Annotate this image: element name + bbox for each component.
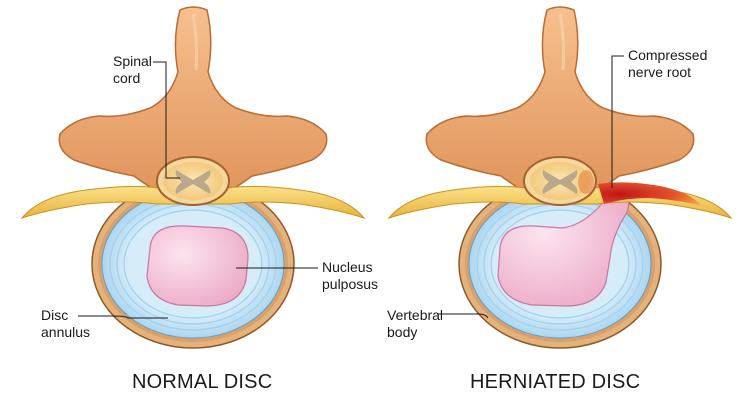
label-nerve-root-1: Compressed	[628, 47, 707, 63]
label-vertebral-2: body	[387, 324, 417, 340]
normal-disc-illustration: Spinal cord Nucleus pulposus Disc annulu…	[22, 7, 378, 393]
label-nucleus-1: Nucleus	[322, 259, 373, 275]
caption-herniated-disc: HERNIATED DISC	[470, 371, 640, 393]
label-vertebral-1: Vertebral	[387, 307, 443, 323]
nucleus-pulposus	[147, 226, 248, 306]
label-annulus-1: Disc	[41, 307, 68, 323]
label-nucleus-2: pulposus	[322, 276, 378, 292]
herniated-disc-illustration: Compressed nerve root Vertebral body HER…	[387, 7, 731, 393]
label-spinal-cord-2: cord	[113, 70, 140, 86]
label-nerve-root-2: nerve root	[628, 64, 691, 80]
label-spinal-cord-1: Spinal	[113, 53, 152, 69]
label-annulus-2: annulus	[41, 324, 90, 340]
caption-normal-disc: NORMAL DISC	[132, 371, 272, 393]
